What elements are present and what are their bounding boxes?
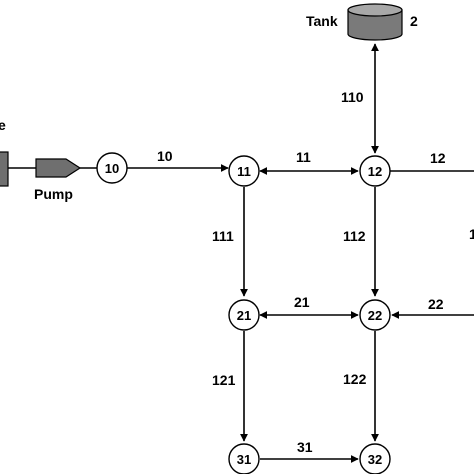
tank-label: Tank — [306, 13, 338, 29]
node-22: 22 — [359, 299, 391, 331]
link-partial-right-label: 1 — [469, 226, 474, 242]
node-21-label: 21 — [237, 308, 251, 323]
node-11-circle — [228, 155, 260, 187]
link-31-label: 31 — [297, 439, 313, 455]
node-31-circle — [228, 443, 260, 474]
node-32-circle — [359, 443, 391, 474]
link-110-label: 110 — [341, 89, 364, 105]
link-22-label: 22 — [428, 296, 444, 312]
tank-body — [347, 9, 403, 41]
link-121-label: 121 — [212, 372, 236, 388]
node-22-circle — [359, 299, 391, 331]
link-11-label: 11 — [296, 149, 311, 165]
link-21-label: 21 — [294, 294, 310, 310]
node-10-circle — [96, 152, 128, 184]
tank-id-label: 2 — [410, 13, 418, 29]
pump-label: Pump — [34, 186, 73, 202]
node-31-label: 31 — [237, 452, 251, 467]
link-112-label: 112 — [343, 228, 366, 244]
node-12: 12 — [359, 155, 391, 187]
pump: Pump — [34, 158, 82, 202]
node-21-circle — [228, 299, 260, 331]
tank-top — [347, 3, 403, 17]
source-reservoir-label: e — [0, 117, 6, 133]
node-10-label: 10 — [105, 161, 119, 176]
link-12-label: 12 — [430, 150, 446, 166]
node-32-label: 32 — [368, 452, 382, 467]
link-10-label: 10 — [157, 148, 173, 164]
node-22-label: 22 — [368, 308, 382, 323]
link-122-label: 122 — [343, 371, 367, 387]
node-11: 11 — [228, 155, 260, 187]
pump-shape — [35, 158, 82, 178]
node-12-label: 12 — [368, 164, 382, 179]
source-reservoir-shape — [0, 151, 9, 187]
node-11-label: 11 — [237, 164, 251, 179]
link-111-label: 111 — [212, 228, 234, 244]
node-31: 31 — [228, 443, 260, 474]
tank: Tank 2 — [306, 3, 418, 41]
node-32: 32 — [359, 443, 391, 474]
source-reservoir: e — [0, 117, 9, 187]
node-21: 21 — [228, 299, 260, 331]
node-10: 10 — [96, 152, 128, 184]
node-12-circle — [359, 155, 391, 187]
